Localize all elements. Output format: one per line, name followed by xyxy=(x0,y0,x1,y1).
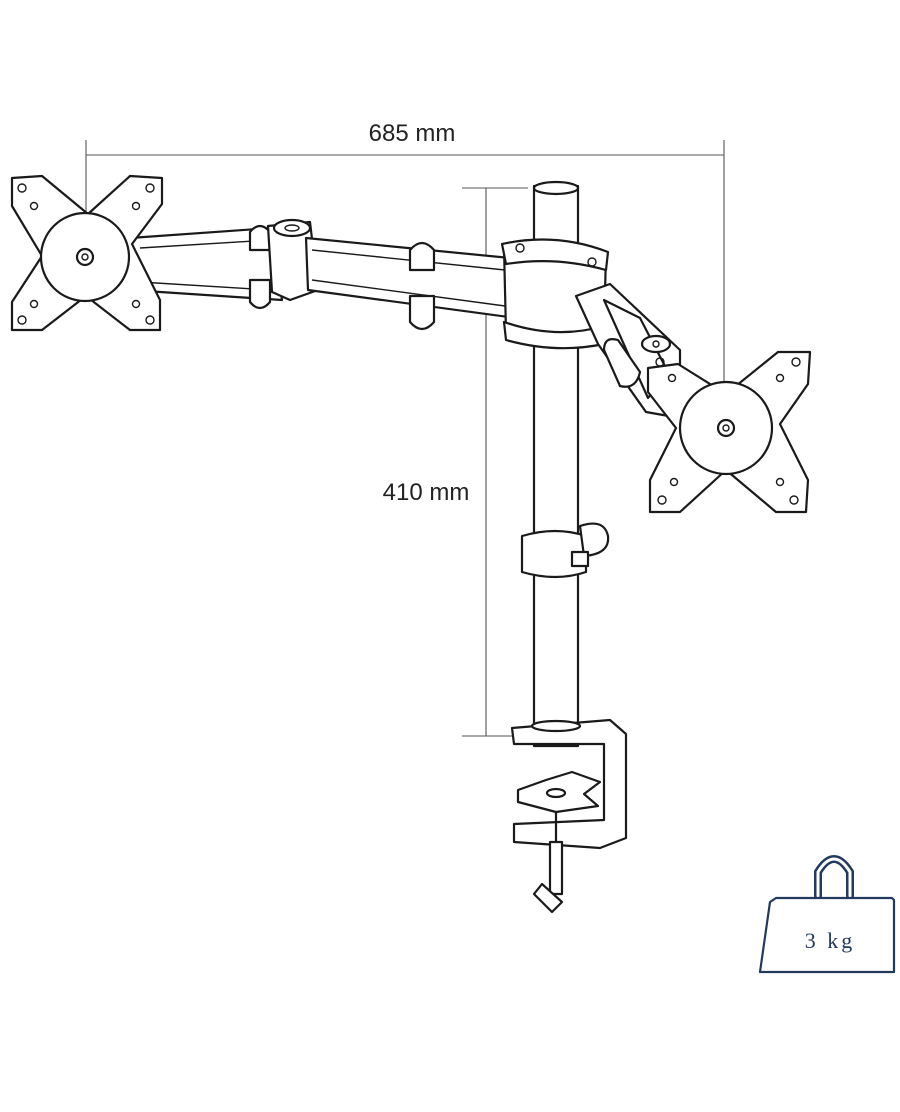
width-dimension: 685 mm xyxy=(85,120,725,428)
width-label: 685 mm xyxy=(369,120,456,147)
right-vesa-plate xyxy=(646,350,812,514)
left-arm-inner xyxy=(304,236,518,331)
desk-clamp xyxy=(510,718,628,914)
weight-badge: 3 kg xyxy=(758,855,896,974)
weight-label: 3 kg xyxy=(805,928,856,953)
left-arm-outer xyxy=(128,224,284,310)
height-label: 410 mm xyxy=(383,479,470,506)
left-vesa-plate xyxy=(10,174,164,332)
weight-icon xyxy=(758,896,896,974)
cable-clip xyxy=(520,522,610,579)
